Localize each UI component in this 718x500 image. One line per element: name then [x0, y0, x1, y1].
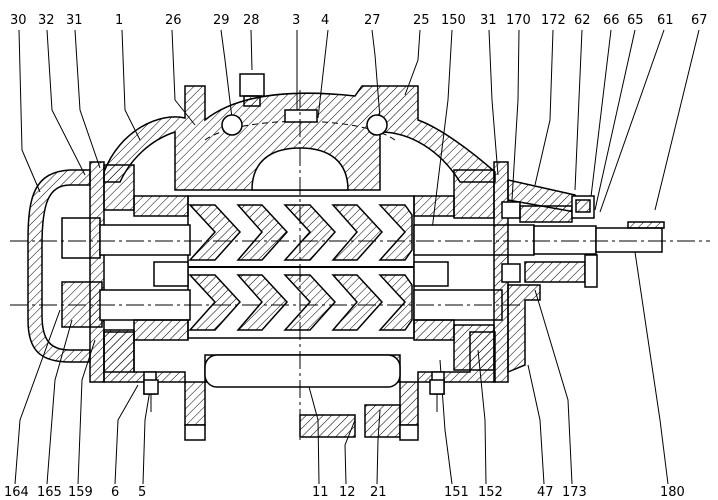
callout-173: 173 [562, 485, 587, 500]
lower-screw-flights [188, 274, 413, 331]
callout-152: 152 [478, 485, 503, 500]
bottom-callouts: 164 165 159 6 5 11 12 21 151 152 47 173 … [4, 485, 685, 500]
callout-159: 159 [68, 485, 93, 500]
right-bearing-housing [413, 161, 598, 383]
callout-27: 27 [364, 13, 381, 28]
callout-28: 28 [243, 13, 260, 28]
callout-47: 47 [537, 485, 554, 500]
callout-65: 65 [627, 13, 644, 28]
main-housing [103, 73, 496, 191]
callout-12: 12 [339, 485, 356, 500]
callout-1: 1 [115, 13, 123, 28]
callout-67: 67 [691, 13, 708, 28]
callout-150: 150 [441, 13, 466, 28]
callout-6: 6 [111, 485, 119, 500]
callout-66: 66 [603, 13, 620, 28]
callout-30: 30 [10, 13, 27, 28]
callout-21: 21 [370, 485, 387, 500]
top-callouts: 30 32 31 1 26 29 28 3 4 27 25 150 31 170… [10, 13, 708, 28]
callout-5: 5 [138, 485, 146, 500]
left-bearings [133, 195, 189, 341]
callout-164: 164 [4, 485, 29, 500]
rotor-block [187, 195, 415, 339]
callout-165: 165 [37, 485, 62, 500]
callout-26: 26 [165, 13, 182, 28]
bottom-housing [103, 331, 496, 441]
upper-screw-flights [188, 204, 413, 261]
callout-180: 180 [660, 485, 685, 500]
callout-32: 32 [38, 13, 55, 28]
callout-31-left: 31 [66, 13, 83, 28]
shafts [10, 221, 710, 321]
bolts [143, 379, 445, 412]
callout-11: 11 [312, 485, 329, 500]
callout-172: 172 [541, 13, 566, 28]
leader-lines-top [18, 29, 700, 231]
callout-3: 3 [292, 13, 300, 28]
callout-151: 151 [444, 485, 469, 500]
callout-61: 61 [657, 13, 674, 28]
callout-31-right: 31 [480, 13, 497, 28]
callout-62: 62 [574, 13, 591, 28]
callout-4: 4 [321, 13, 329, 28]
callout-29: 29 [213, 13, 230, 28]
callout-170: 170 [506, 13, 531, 28]
callout-25: 25 [413, 13, 430, 28]
